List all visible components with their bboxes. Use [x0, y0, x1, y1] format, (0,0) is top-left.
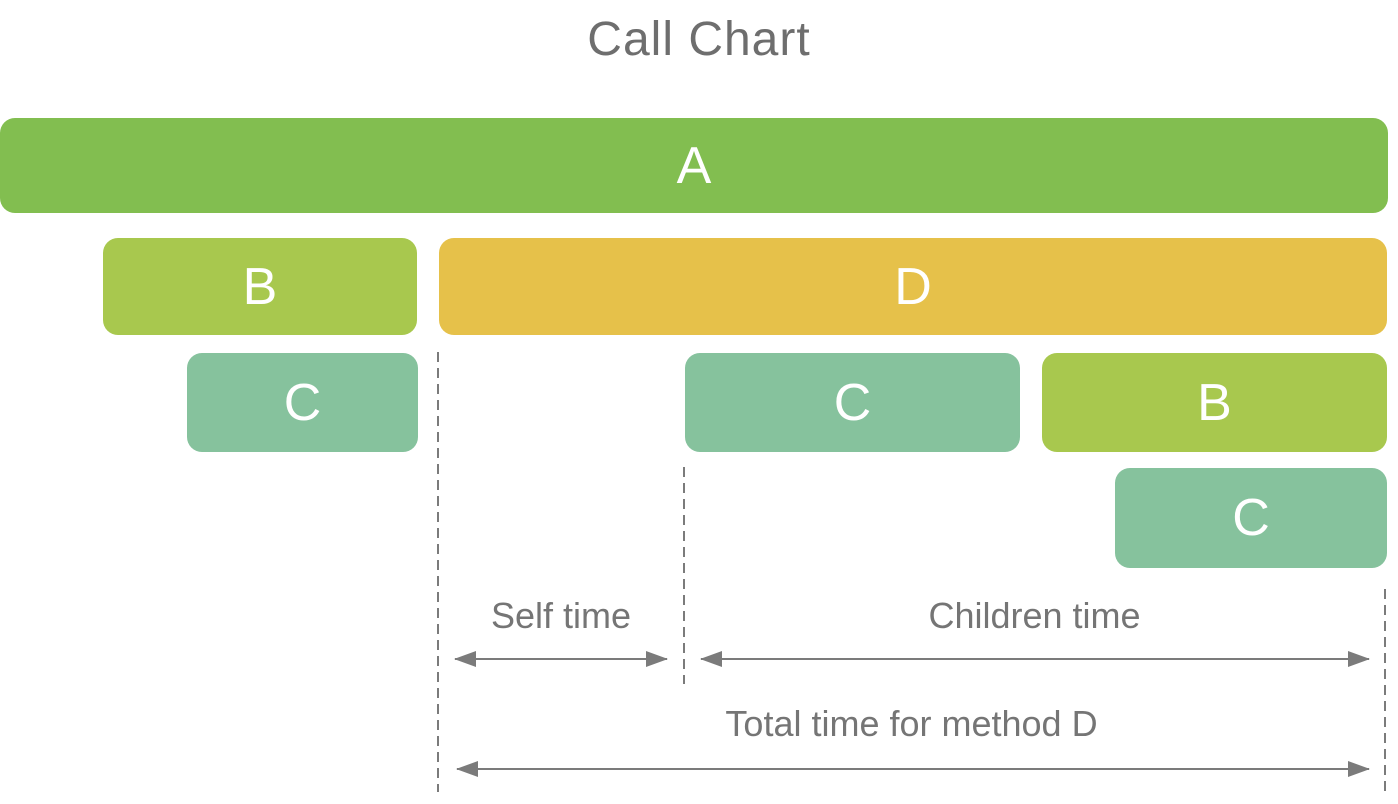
bar-label-b: B	[1197, 373, 1232, 432]
dashed-line-children-start	[683, 467, 685, 684]
self-time-arrow	[454, 651, 668, 667]
dashed-line-d-end	[1384, 589, 1386, 792]
bar-label-c: C	[833, 373, 872, 432]
bar-label-c: C	[1232, 489, 1270, 547]
total-time-arrow	[456, 761, 1370, 777]
bar-method-c-under-b: C	[187, 353, 418, 452]
self-time-label: Self time	[490, 595, 632, 636]
dashed-line-d-start	[437, 352, 439, 792]
bar-method-a: A	[0, 118, 1388, 213]
page-title: Call Chart	[587, 13, 811, 66]
bar-method-c-under-b2: C	[1115, 468, 1387, 568]
total-time-label: Total time for method D	[725, 703, 1098, 744]
children-time-label: Children time	[928, 595, 1141, 636]
bar-method-c-under-d: C	[685, 353, 1020, 452]
bar-method-b-under-d: B	[1042, 353, 1387, 452]
bar-label-a: A	[676, 136, 712, 195]
bar-method-b-first: B	[103, 238, 417, 335]
children-time-arrow	[700, 651, 1370, 667]
bar-label-c: C	[283, 373, 322, 432]
bar-label-d: D	[894, 257, 932, 316]
bar-method-d: D	[439, 238, 1387, 335]
bar-label-b: B	[242, 257, 278, 316]
